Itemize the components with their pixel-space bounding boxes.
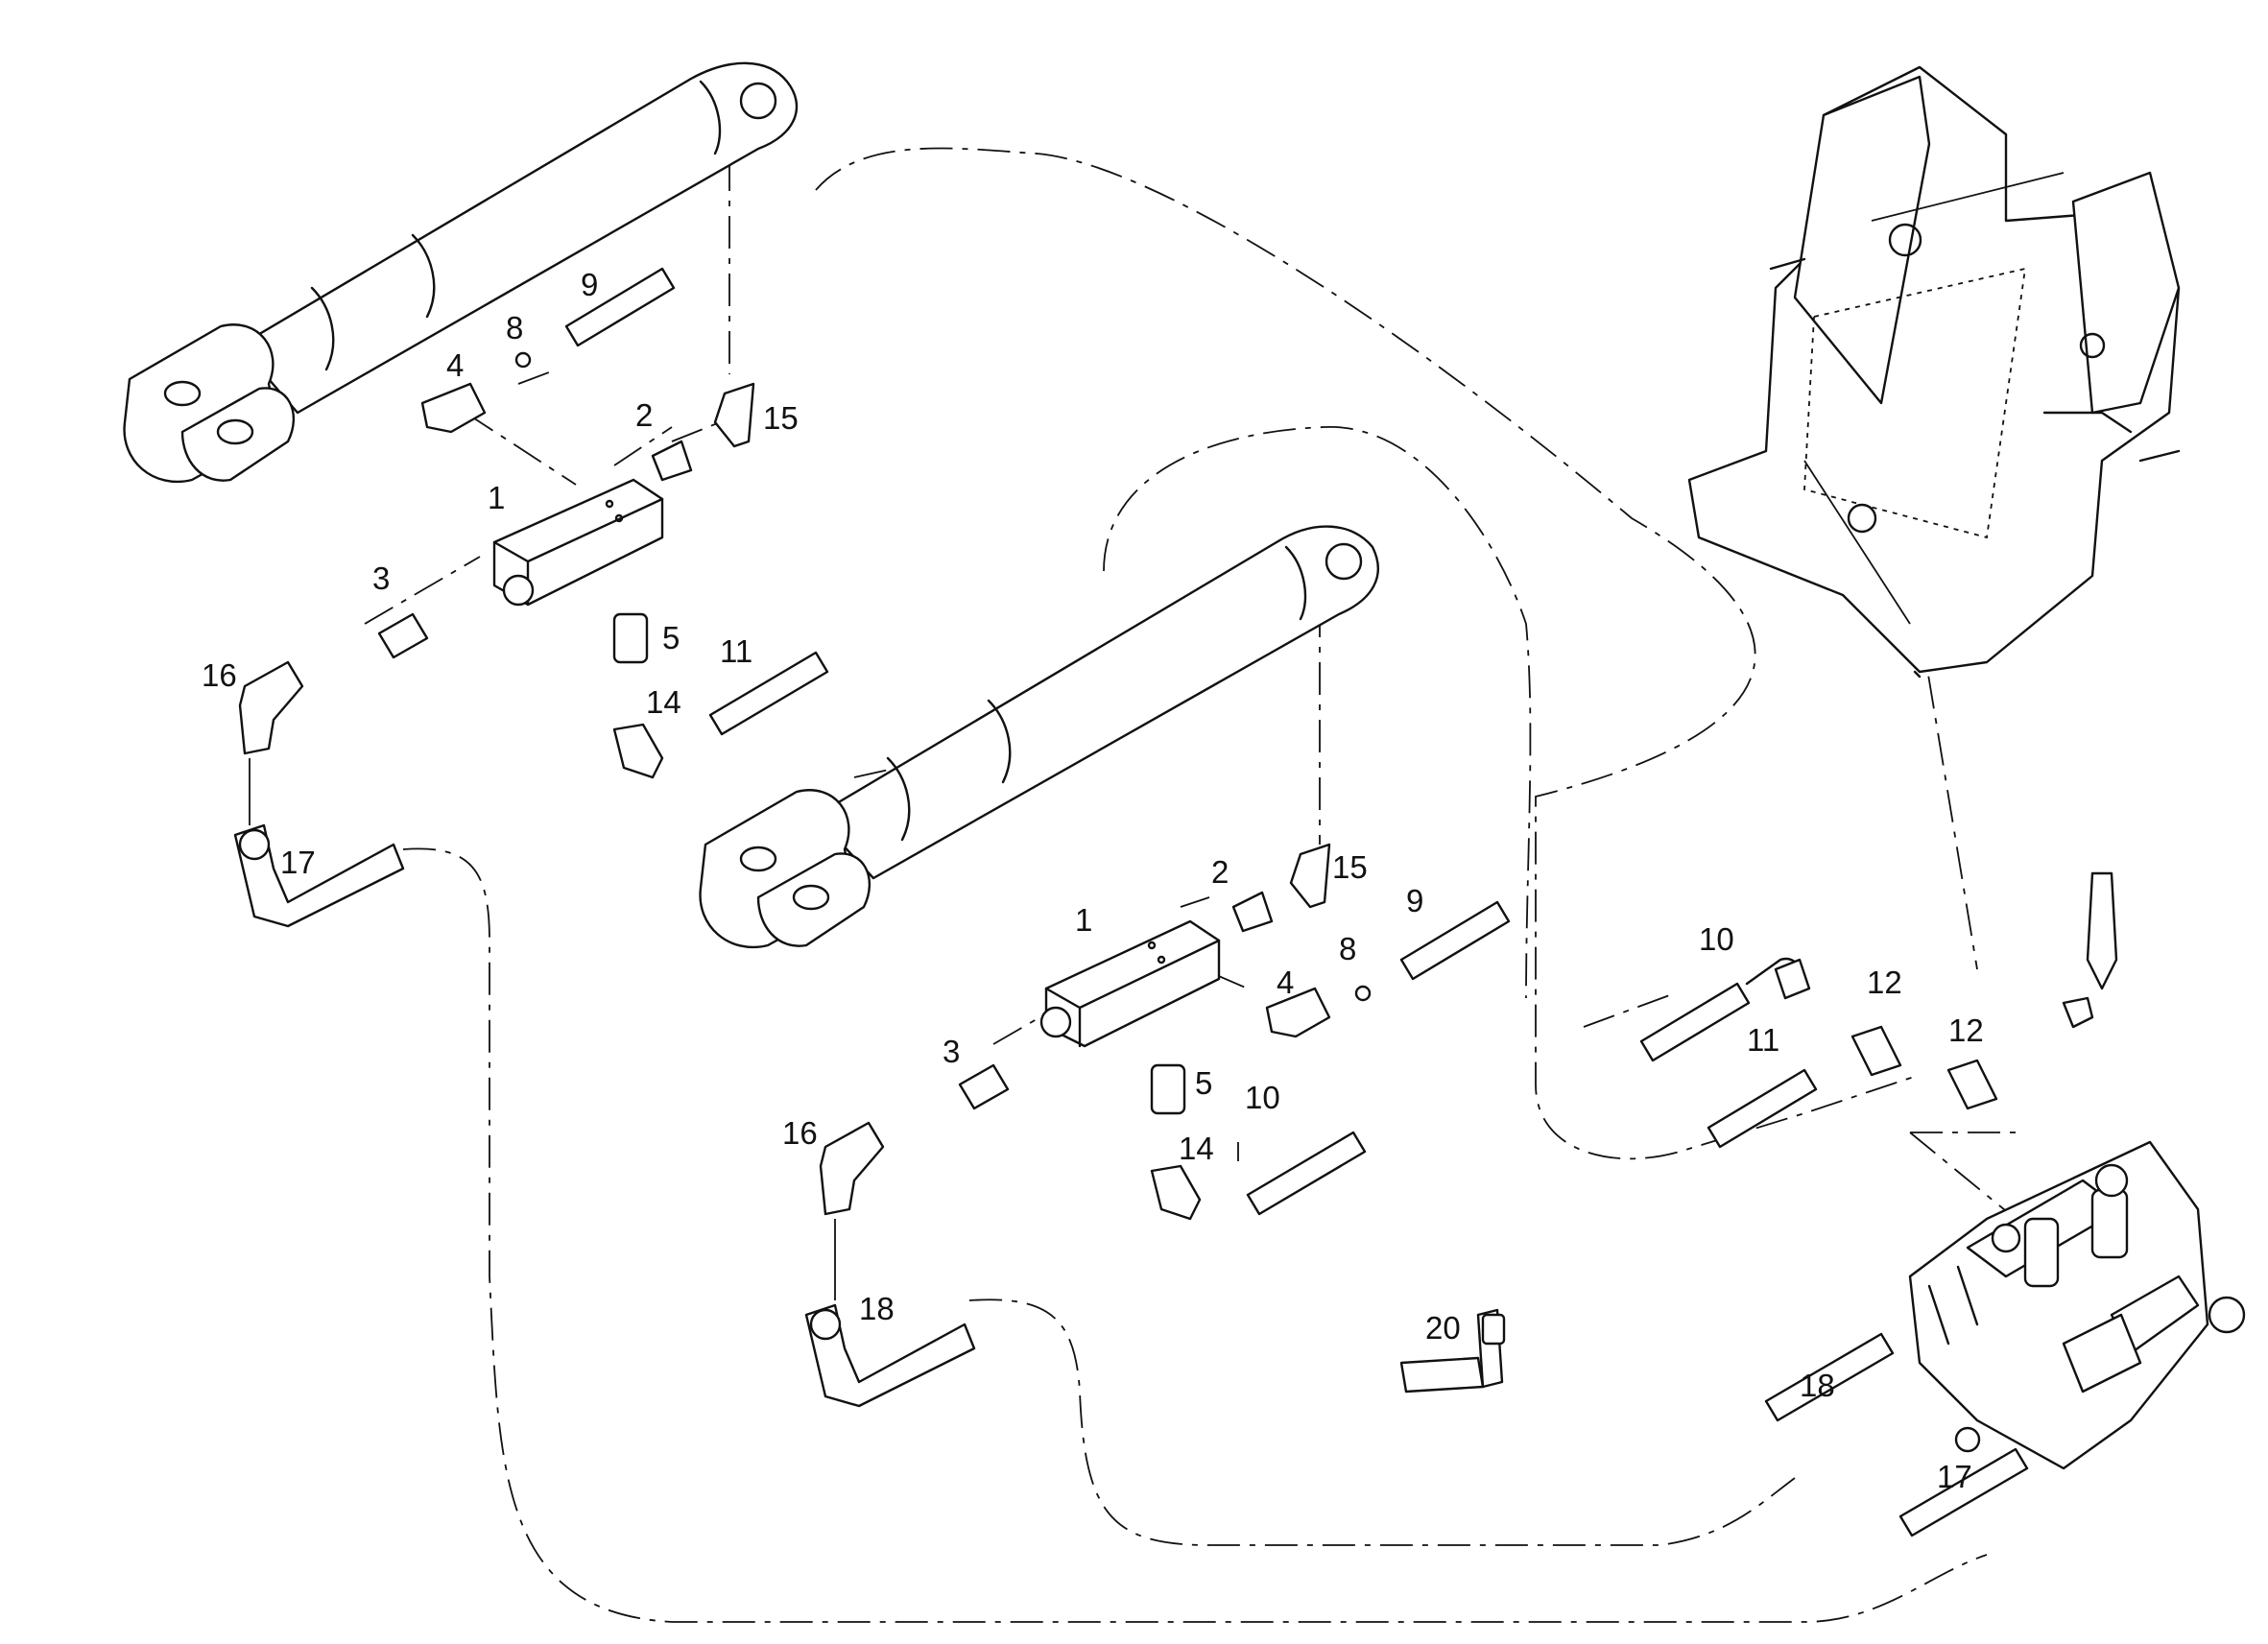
callout-8-upper: 8 bbox=[506, 310, 523, 345]
callout-16-upper: 16 bbox=[202, 657, 237, 693]
callout-18-lower: 18 bbox=[859, 1291, 895, 1326]
callout-14-upper: 14 bbox=[646, 684, 681, 720]
callout-labels: 1 2 3 4 5 8 9 11 14 15 16 17 1 2 3 4 5 8… bbox=[202, 267, 1984, 1494]
callout-12-right-a: 12 bbox=[1867, 965, 1902, 1000]
callout-5-upper: 5 bbox=[662, 620, 680, 655]
callout-1-upper: 1 bbox=[488, 480, 505, 515]
callout-14-lower: 14 bbox=[1179, 1131, 1214, 1166]
callout-11-upper: 11 bbox=[720, 633, 752, 669]
callout-4-lower: 4 bbox=[1277, 965, 1294, 1000]
fittings-lower-set bbox=[804, 843, 1511, 1408]
callout-16-lower: 16 bbox=[782, 1115, 818, 1151]
fittings-upper-set bbox=[233, 267, 829, 928]
callout-3-lower: 3 bbox=[943, 1034, 960, 1069]
callout-15-upper: 15 bbox=[763, 400, 799, 436]
callout-12-right-b: 12 bbox=[1948, 1013, 1984, 1048]
fittings-right-set bbox=[1399, 871, 2118, 1537]
callout-17-upper: 17 bbox=[280, 845, 316, 880]
callout-5-lower: 5 bbox=[1195, 1065, 1212, 1101]
callout-1-lower: 1 bbox=[1075, 902, 1092, 938]
hydraulic-cylinder-upper bbox=[123, 61, 799, 484]
callout-4-upper: 4 bbox=[446, 347, 464, 383]
callout-2-upper: 2 bbox=[635, 397, 653, 433]
callout-18-right: 18 bbox=[1800, 1368, 1835, 1403]
callout-10-right: 10 bbox=[1699, 921, 1734, 957]
callout-10-lower: 10 bbox=[1245, 1080, 1280, 1115]
callout-2-lower: 2 bbox=[1211, 854, 1229, 890]
callout-20: 20 bbox=[1425, 1310, 1461, 1346]
callout-8-lower: 8 bbox=[1339, 931, 1356, 966]
callout-9-lower: 9 bbox=[1406, 883, 1423, 918]
control-valve-block bbox=[1908, 1140, 2246, 1470]
callout-15-lower: 15 bbox=[1332, 849, 1368, 885]
callout-9-upper: 9 bbox=[581, 267, 598, 302]
callout-11-right: 11 bbox=[1747, 1022, 1779, 1058]
callout-17-right: 17 bbox=[1937, 1459, 1972, 1494]
callout-3-upper: 3 bbox=[372, 560, 390, 596]
loader-frame bbox=[1687, 65, 2181, 679]
hydraulic-cylinder-lower bbox=[699, 525, 1379, 949]
